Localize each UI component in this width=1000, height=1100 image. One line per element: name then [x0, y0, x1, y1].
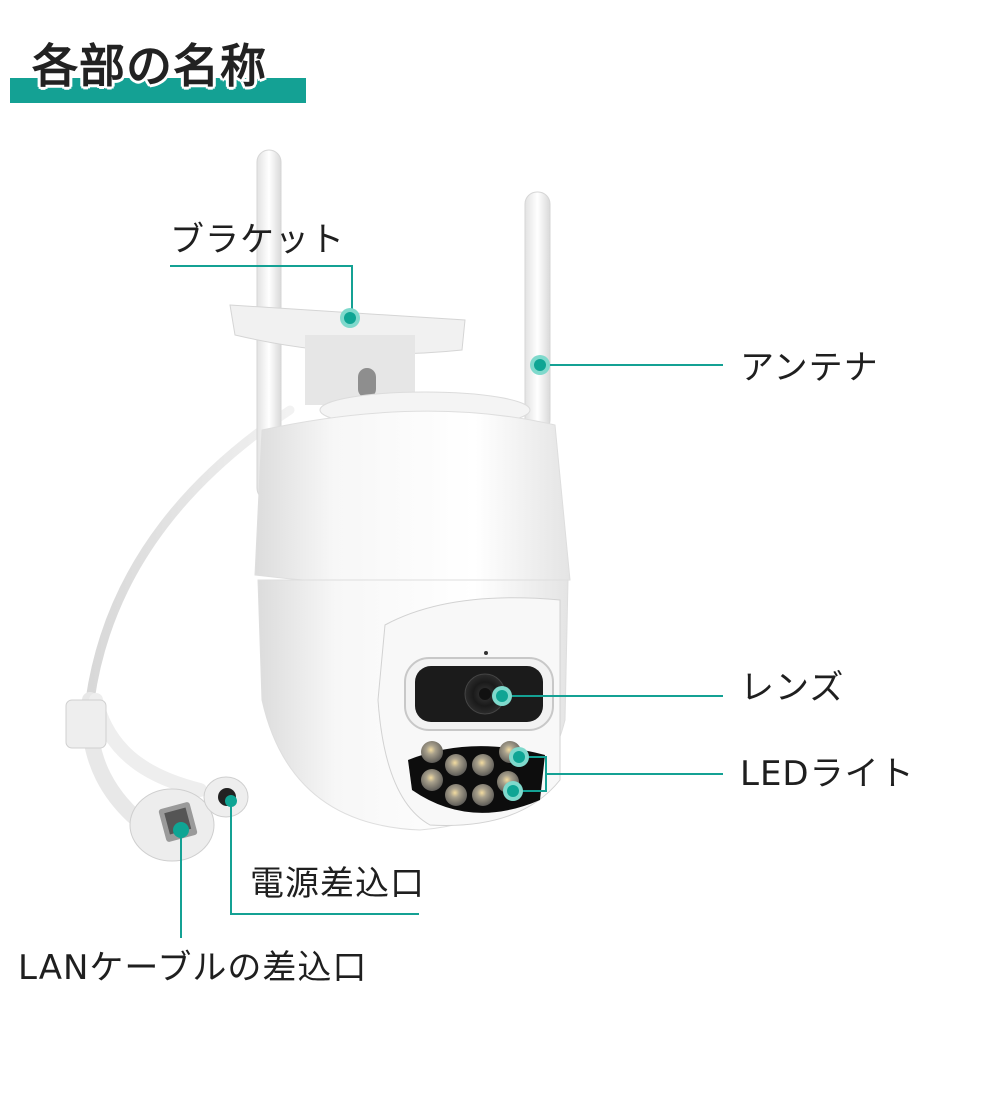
label-lan-port: LANケーブルの差込口: [18, 948, 368, 988]
power-connector: [203, 776, 249, 818]
bracket: [229, 304, 466, 405]
label-power-port: 電源差込口: [250, 864, 425, 904]
title-underline-bar: [10, 78, 306, 103]
cable: [65, 405, 295, 838]
lan-connector: [129, 788, 215, 862]
label-bracket: ブラケット: [170, 220, 345, 260]
antenna-right: [524, 191, 551, 433]
label-lens: レンズ: [740, 668, 845, 708]
label-led-light: LEDライト: [740, 754, 915, 794]
camera-upper-housing: [254, 391, 571, 587]
label-antenna: アンテナ: [740, 348, 879, 388]
page-title: 各部の名称: [32, 39, 267, 93]
lens-module: [404, 651, 554, 731]
